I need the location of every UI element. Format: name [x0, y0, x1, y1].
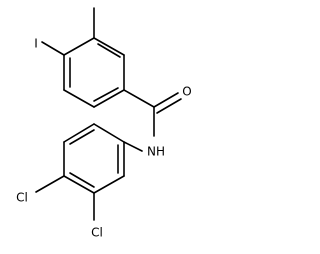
bond-ring2-e — [63, 123, 95, 143]
atom-label-nh: NH — [147, 145, 165, 159]
bond-ring2-inner-c — [69, 172, 95, 188]
atom-label-chlorine-2: Cl — [91, 226, 103, 240]
bond-carbonyl-o-2 — [156, 98, 182, 114]
atom-label-iodine: I — [34, 37, 38, 51]
atom-labels: I O NH Cl Cl — [16, 37, 192, 240]
bond-ring2-inner-a — [69, 129, 95, 145]
bonds — [35, 7, 182, 221]
bond-chloro-3 — [35, 175, 65, 193]
bond-ring2-c — [63, 175, 95, 194]
bond-ring1-d — [63, 89, 95, 108]
bond-ring1-inner-a — [97, 43, 121, 58]
bond-ring1-a — [93, 37, 125, 56]
bond-iodo — [41, 41, 65, 56]
bond-ring2-f — [93, 123, 125, 143]
bond-ring1-f — [63, 37, 95, 56]
bond-ring1-inner-b — [93, 87, 119, 102]
chemical-structure: I O NH Cl Cl — [16, 7, 192, 240]
bond-ring1-c — [93, 89, 125, 108]
bond-aryl-carbonyl — [123, 89, 155, 108]
atom-label-chlorine-3: Cl — [16, 191, 28, 205]
bond-n-aryl — [123, 141, 143, 152]
bond-carbonyl-o-1 — [153, 92, 179, 108]
bond-ring2-b — [93, 175, 125, 194]
atom-label-oxygen: O — [182, 85, 191, 99]
